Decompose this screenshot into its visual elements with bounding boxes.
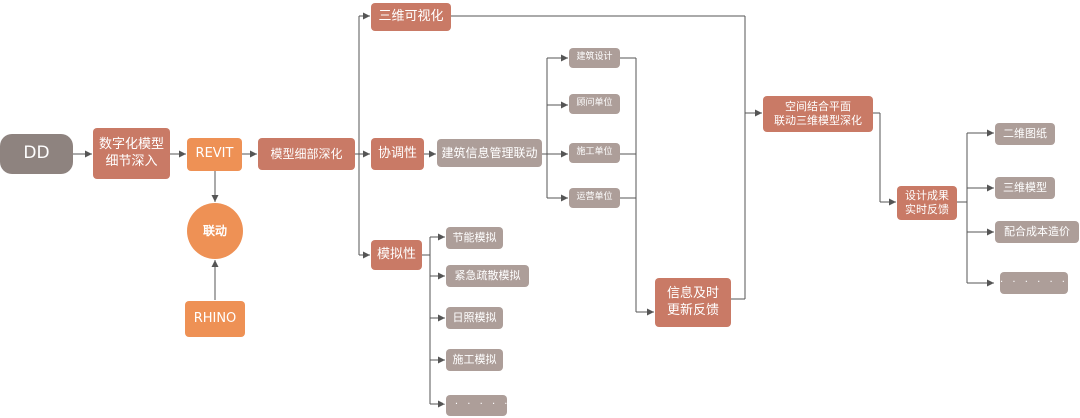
node-evacuation-sim: 紧急疏散模拟 xyxy=(446,265,529,287)
node-bim-link: 建筑信息管理联动 xyxy=(437,139,542,167)
node-dd: DD xyxy=(0,134,73,174)
node-output-more: · · · · · · xyxy=(1000,272,1068,294)
node-revit: REVIT xyxy=(187,138,242,171)
node-spatial-combo: 空间结合平面 联动三维模型深化 xyxy=(763,96,873,132)
node-model-detail: 模型细部深化 xyxy=(258,138,355,170)
node-digital-model: 数字化模型 细节深入 xyxy=(93,128,170,179)
node-coordination: 协调性 xyxy=(371,138,424,170)
node-3d-visual: 三维可视化 xyxy=(371,3,451,31)
node-arch-design: 建筑设计 xyxy=(569,48,620,68)
node-operation-unit: 运营单位 xyxy=(569,188,620,208)
node-info-feedback: 信息及时 更新反馈 xyxy=(655,278,731,327)
node-consultant: 顾问单位 xyxy=(569,94,620,114)
node-construction-sim: 施工模拟 xyxy=(446,349,503,371)
node-linkage: 联动 xyxy=(187,203,243,259)
node-rhino: RHINO xyxy=(185,301,245,337)
node-design-feedback: 设计成果 实时反馈 xyxy=(897,186,957,220)
node-cost-match: 配合成本造价 xyxy=(995,221,1079,243)
node-simulation: 模拟性 xyxy=(371,240,422,270)
node-3d-model: 三维模型 xyxy=(995,177,1055,199)
node-2d-drawings: 二维图纸 xyxy=(995,123,1055,145)
node-construction-unit: 施工单位 xyxy=(569,143,620,163)
node-energy-sim: 节能模拟 xyxy=(446,227,503,249)
node-sim-more: · · · · · · xyxy=(443,395,507,416)
node-sunlight-sim: 日照模拟 xyxy=(446,307,503,329)
